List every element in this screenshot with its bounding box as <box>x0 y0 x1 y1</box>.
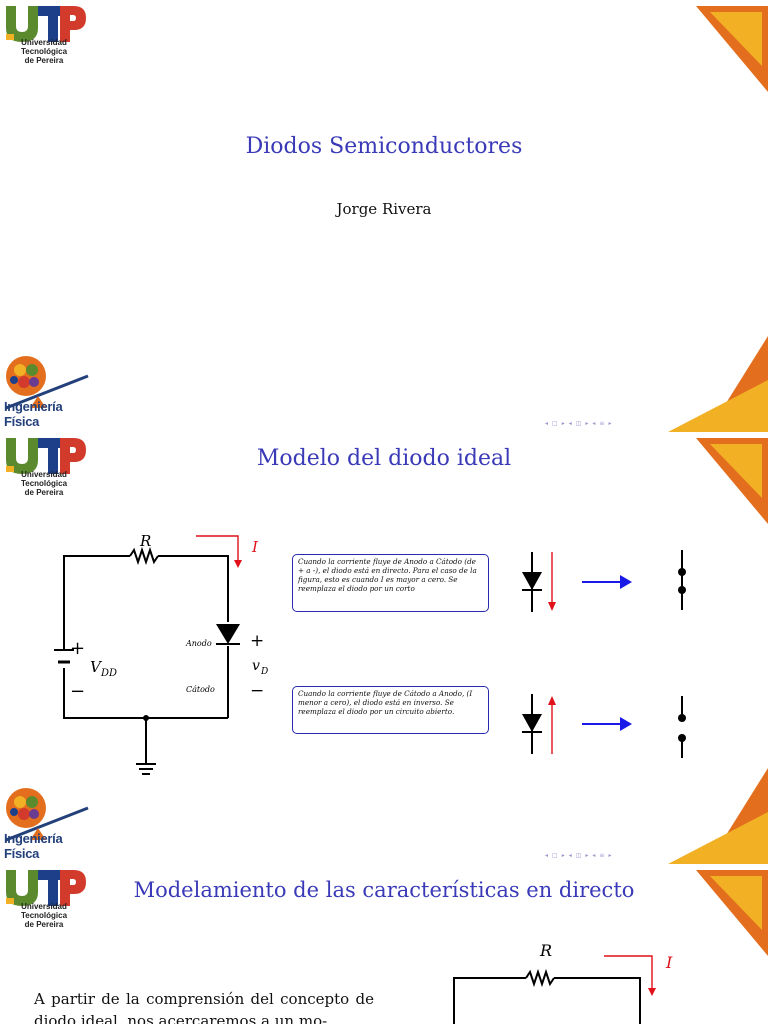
nav-prev-icon[interactable]: ◂ <box>545 420 549 427</box>
ingenieria-fisica-label: Ingeniería Física <box>4 399 63 429</box>
diode-minus: − <box>250 681 264 701</box>
current-label: I <box>251 538 259 556</box>
current-label: I <box>665 953 673 972</box>
bottom-wedge <box>668 768 768 864</box>
nav-next-icon[interactable]: ▸ <box>608 420 612 427</box>
corner-triangle <box>696 438 768 524</box>
corner-triangle <box>696 870 768 956</box>
nav-prev-icon[interactable]: ◂ <box>592 420 596 427</box>
nav-prev-icon[interactable]: ◂ <box>568 852 572 859</box>
arrow-right-icon <box>620 575 632 589</box>
nav-next-icon[interactable]: ▸ <box>561 420 565 427</box>
nav-prev-icon[interactable]: ◂ <box>592 852 596 859</box>
slide-title: Universidad Tecnológica de Pereira Diodo… <box>0 0 768 432</box>
arrow-right-icon <box>620 717 632 731</box>
nav-frame-icon[interactable]: □ <box>552 420 558 427</box>
reverse-model <box>522 694 686 758</box>
diode-icon <box>522 572 542 590</box>
utp-logo <box>6 870 86 906</box>
slide-forward-modeling: Universidad Tecnológica de Pereira Model… <box>0 864 768 1024</box>
ingenieria-fisica-logo: Ingeniería Física <box>0 332 100 432</box>
current-up-icon <box>548 696 556 705</box>
note-reverse: Cuando la corriente fluye de Cátodo a An… <box>292 686 489 734</box>
diode-icon <box>522 714 542 732</box>
slide-title: Modelo del diodo ideal <box>256 446 512 471</box>
page-title: Diodos Semiconductores <box>245 134 523 159</box>
utp-caption-line1: Universidad Tecnológica <box>20 902 68 920</box>
diode-icon <box>216 624 240 644</box>
ingenieria-fisica-logo: Ingeniería Física <box>0 764 100 864</box>
corner-triangle <box>696 6 768 92</box>
current-down-icon <box>548 602 556 611</box>
forward-model <box>522 550 686 612</box>
utp-logo <box>6 438 86 474</box>
globe-icon <box>5 356 89 410</box>
note-forward: Cuando la corriente fluye de Anodo a Cát… <box>292 554 489 612</box>
body-paragraph: A partir de la comprensión del concepto … <box>34 990 374 1024</box>
nav-prev-icon[interactable]: ◂ <box>568 420 572 427</box>
nav-bar: ◂ □ ▸ ◂ ◫ ▸ ◂ ≡ ▸ <box>545 852 611 859</box>
utp-caption-line1: Universidad Tecnológica <box>20 470 68 488</box>
circuit-diagram: R I + V DD − Anodo Cátodo + v D − <box>54 532 268 775</box>
utp-logo <box>6 6 86 42</box>
resistor-label: R <box>539 941 552 960</box>
ingenieria-fisica-label: Ingeniería Física <box>4 831 63 861</box>
circuit-diagram: R I <box>453 941 673 1024</box>
slide-title: Modelamiento de las características en d… <box>133 878 635 902</box>
globe-icon <box>5 788 89 842</box>
source-subscript: DD <box>100 668 117 679</box>
nav-section-icon[interactable]: ≡ <box>599 420 605 427</box>
nav-frame-icon[interactable]: □ <box>552 852 558 859</box>
utp-caption: Universidad Tecnológica de Pereira <box>0 38 88 65</box>
nav-next-icon[interactable]: ▸ <box>585 852 589 859</box>
anode-label: Anodo <box>185 639 212 648</box>
utp-caption-line2: de Pereira <box>24 920 64 929</box>
nav-bar: ◂ □ ▸ ◂ ◫ ▸ ◂ ≡ ▸ <box>545 420 611 427</box>
nav-subsection-icon[interactable]: ◫ <box>575 420 582 427</box>
author-name: Jorge Rivera <box>336 200 432 218</box>
nav-next-icon[interactable]: ▸ <box>561 852 565 859</box>
utp-caption-line2: de Pereira <box>24 488 64 497</box>
utp-caption-line1: Universidad Tecnológica <box>20 38 68 56</box>
resistor-label: R <box>139 532 151 550</box>
cathode-label: Cátodo <box>186 685 215 694</box>
utp-caption: Universidad Tecnológica de Pereira <box>0 470 88 497</box>
diode-voltage-label: v <box>252 658 260 674</box>
nav-prev-icon[interactable]: ◂ <box>545 852 549 859</box>
bottom-wedge <box>668 336 768 432</box>
source-plus: + <box>70 638 85 659</box>
slide-ideal-diode: Universidad Tecnológica de Pereira Model… <box>0 432 768 864</box>
diode-voltage-subscript: D <box>260 667 268 677</box>
source-label: V <box>90 658 103 676</box>
utp-caption-line2: de Pereira <box>24 56 64 65</box>
source-minus: − <box>70 681 85 702</box>
nav-next-icon[interactable]: ▸ <box>585 420 589 427</box>
utp-caption: Universidad Tecnológica de Pereira <box>0 902 88 929</box>
nav-subsection-icon[interactable]: ◫ <box>575 852 582 859</box>
diode-plus: + <box>250 631 264 651</box>
nav-section-icon[interactable]: ≡ <box>599 852 605 859</box>
nav-next-icon[interactable]: ▸ <box>608 852 612 859</box>
